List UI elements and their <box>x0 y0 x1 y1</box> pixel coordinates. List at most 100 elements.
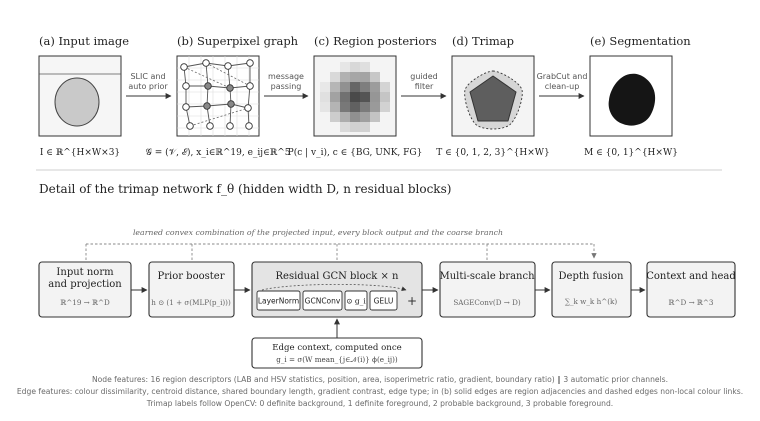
heatmap-cell <box>350 92 360 102</box>
svg-text:ℝ^D → ℝ^3: ℝ^D → ℝ^3 <box>669 298 714 307</box>
chip-gcnconv <box>302 290 343 311</box>
svg-text:∑_k w_k h^(k): ∑_k w_k h^(k) <box>565 297 618 306</box>
input-image-panel <box>38 55 122 137</box>
svg-text:auto prior: auto prior <box>128 82 168 91</box>
heatmap-cell <box>360 112 370 122</box>
svg-text:passing: passing <box>271 82 302 91</box>
segmentation-panel <box>589 55 673 137</box>
heatmap-cell <box>320 82 330 92</box>
heatmap-cell <box>340 112 350 122</box>
heatmap-cell <box>350 72 360 82</box>
heatmap-cell <box>330 72 340 82</box>
arrow-message-passing: message passing <box>264 72 309 99</box>
chip-layernorm <box>256 290 301 311</box>
chip-gate <box>344 290 368 311</box>
svg-text:Edge context, computed once: Edge context, computed once <box>272 343 401 353</box>
svg-text:SAGEConv(D → D): SAGEConv(D → D) <box>453 298 521 307</box>
svg-text:SLIC and: SLIC and <box>130 72 165 81</box>
heatmap-cell <box>370 112 380 122</box>
heatmap-cell <box>330 102 340 112</box>
block-input-norm: Input norm and projection ℝ^19 → ℝ^D <box>38 261 132 318</box>
footnote-node-features: Node features: 16 region descriptors (LA… <box>92 375 668 384</box>
residual-plus: + <box>407 294 417 308</box>
block-multi-scale: Multi-scale branch SAGEConv(D → D) <box>439 261 536 318</box>
heatmap-cell <box>340 72 350 82</box>
stage-title-segmentation: (e) Segmentation <box>590 34 691 48</box>
stage-title-input-image: (a) Input image <box>39 34 129 48</box>
heatmap-cell <box>330 92 340 102</box>
heatmap-cell <box>380 102 390 112</box>
heatmap-cell <box>350 82 360 92</box>
heatmap-cell <box>330 112 340 122</box>
arrow-grabcut: GrabCut and clean-up <box>537 72 588 99</box>
heatmap-cell <box>360 72 370 82</box>
svg-text:Context and head: Context and head <box>646 271 736 282</box>
stage-title-region-posteriors: (c) Region posteriors <box>314 34 437 48</box>
arrow-guided-filter: guided filter <box>401 72 447 99</box>
svg-text:Multi-scale branch: Multi-scale branch <box>439 271 535 282</box>
heatmap-cell <box>360 82 370 92</box>
heatmap-cell <box>330 82 340 92</box>
heatmap-cell <box>350 112 360 122</box>
heatmap-cell <box>360 102 370 112</box>
svg-text:clean-up: clean-up <box>545 82 580 91</box>
svg-text:⊙ g_i: ⊙ g_i <box>346 297 366 306</box>
heatmap-cell <box>340 92 350 102</box>
block-arrows <box>131 287 646 338</box>
heatmap-cell <box>350 102 360 112</box>
svg-text:g_i = σ(W mean_{j∈𝒩(i)} ϕ(e_i: g_i = σ(W mean_{j∈𝒩(i)} ϕ(e_ij)) <box>276 355 398 364</box>
heatmap-cell <box>370 92 380 102</box>
heatmap-cell <box>340 122 350 132</box>
skip-note: learned convex combination of the projec… <box>133 228 503 237</box>
footnote-trimap-labels: Trimap labels follow OpenCV: 0 definite … <box>146 399 613 408</box>
trimap-panel <box>451 55 535 137</box>
block-depth-fusion: Depth fusion ∑_k w_k h^(k) <box>551 261 632 318</box>
heatmap-cell <box>340 62 350 72</box>
stage-title-trimap: (d) Trimap <box>452 34 514 48</box>
heatmap-cell <box>340 82 350 92</box>
block-prior-booster: Prior booster h ⊙ (1 + σ(MLP(p_i))) <box>148 261 235 318</box>
posterior-heatmap <box>320 62 390 132</box>
footnote-edge-features: Edge features: colour dissimilarity, cen… <box>17 387 743 396</box>
svg-text:GrabCut and: GrabCut and <box>537 72 588 81</box>
svg-text:filter: filter <box>415 82 434 91</box>
superpixel-graph-panel <box>176 55 260 137</box>
svg-text:h ⊙ (1 + σ(MLP(p_i))): h ⊙ (1 + σ(MLP(p_i))) <box>151 298 231 307</box>
heatmap-cell <box>350 122 360 132</box>
heatmap-cell <box>320 92 330 102</box>
heatmap-cell <box>370 102 380 112</box>
svg-text:GELU: GELU <box>374 297 394 306</box>
block-context-head: Context and head ℝ^D → ℝ^3 <box>646 261 736 318</box>
caption-region-posteriors: P(c | v_i), c ∈ {BG, UNK, FG} <box>288 147 423 158</box>
chip-gelu <box>369 290 398 311</box>
heatmap-cell <box>360 62 370 72</box>
svg-text:ℝ^19 → ℝ^D: ℝ^19 → ℝ^D <box>60 298 110 307</box>
region-posteriors-panel <box>313 55 397 137</box>
heatmap-cell <box>360 122 370 132</box>
heatmap-cell <box>350 62 360 72</box>
caption-segmentation: M ∈ {0, 1}^{H×W} <box>584 148 678 158</box>
svg-text:LayerNorm: LayerNorm <box>258 297 299 306</box>
heatmap-cell <box>360 92 370 102</box>
caption-trimap: T ∈ {0, 1, 2, 3}^{H×W} <box>436 148 550 158</box>
caption-input-image: I ∈ ℝ^{H×W×3} <box>40 148 120 158</box>
svg-text:Input norm: Input norm <box>56 267 114 278</box>
svg-text:Prior booster: Prior booster <box>158 271 225 282</box>
svg-text:and projection: and projection <box>48 279 122 290</box>
svg-text:Depth fusion: Depth fusion <box>559 271 624 282</box>
heatmap-cell <box>380 92 390 102</box>
block-edge-context: Edge context, computed once g_i = σ(W me… <box>251 337 423 369</box>
heatmap-cell <box>320 102 330 112</box>
svg-text:message: message <box>268 72 304 81</box>
svg-text:GCNConv: GCNConv <box>305 297 341 306</box>
svg-text:guided: guided <box>410 72 437 81</box>
arrow-slic: SLIC and auto prior <box>126 72 172 99</box>
detail-heading: Detail of the trimap network f_θ (hidden… <box>39 182 451 196</box>
caption-superpixel-graph: 𝒢 = (𝒱, ℰ), x_i∈ℝ^19, e_ij∈ℝ^5 <box>145 147 290 158</box>
heatmap-cell <box>340 102 350 112</box>
stage-title-superpixel-graph: (b) Superpixel graph <box>177 34 299 48</box>
svg-text:Residual GCN block × n: Residual GCN block × n <box>276 271 400 282</box>
heatmap-cell <box>380 82 390 92</box>
block-residual-gcn: Residual GCN block × n LayerNorm GCNConv… <box>251 261 423 318</box>
